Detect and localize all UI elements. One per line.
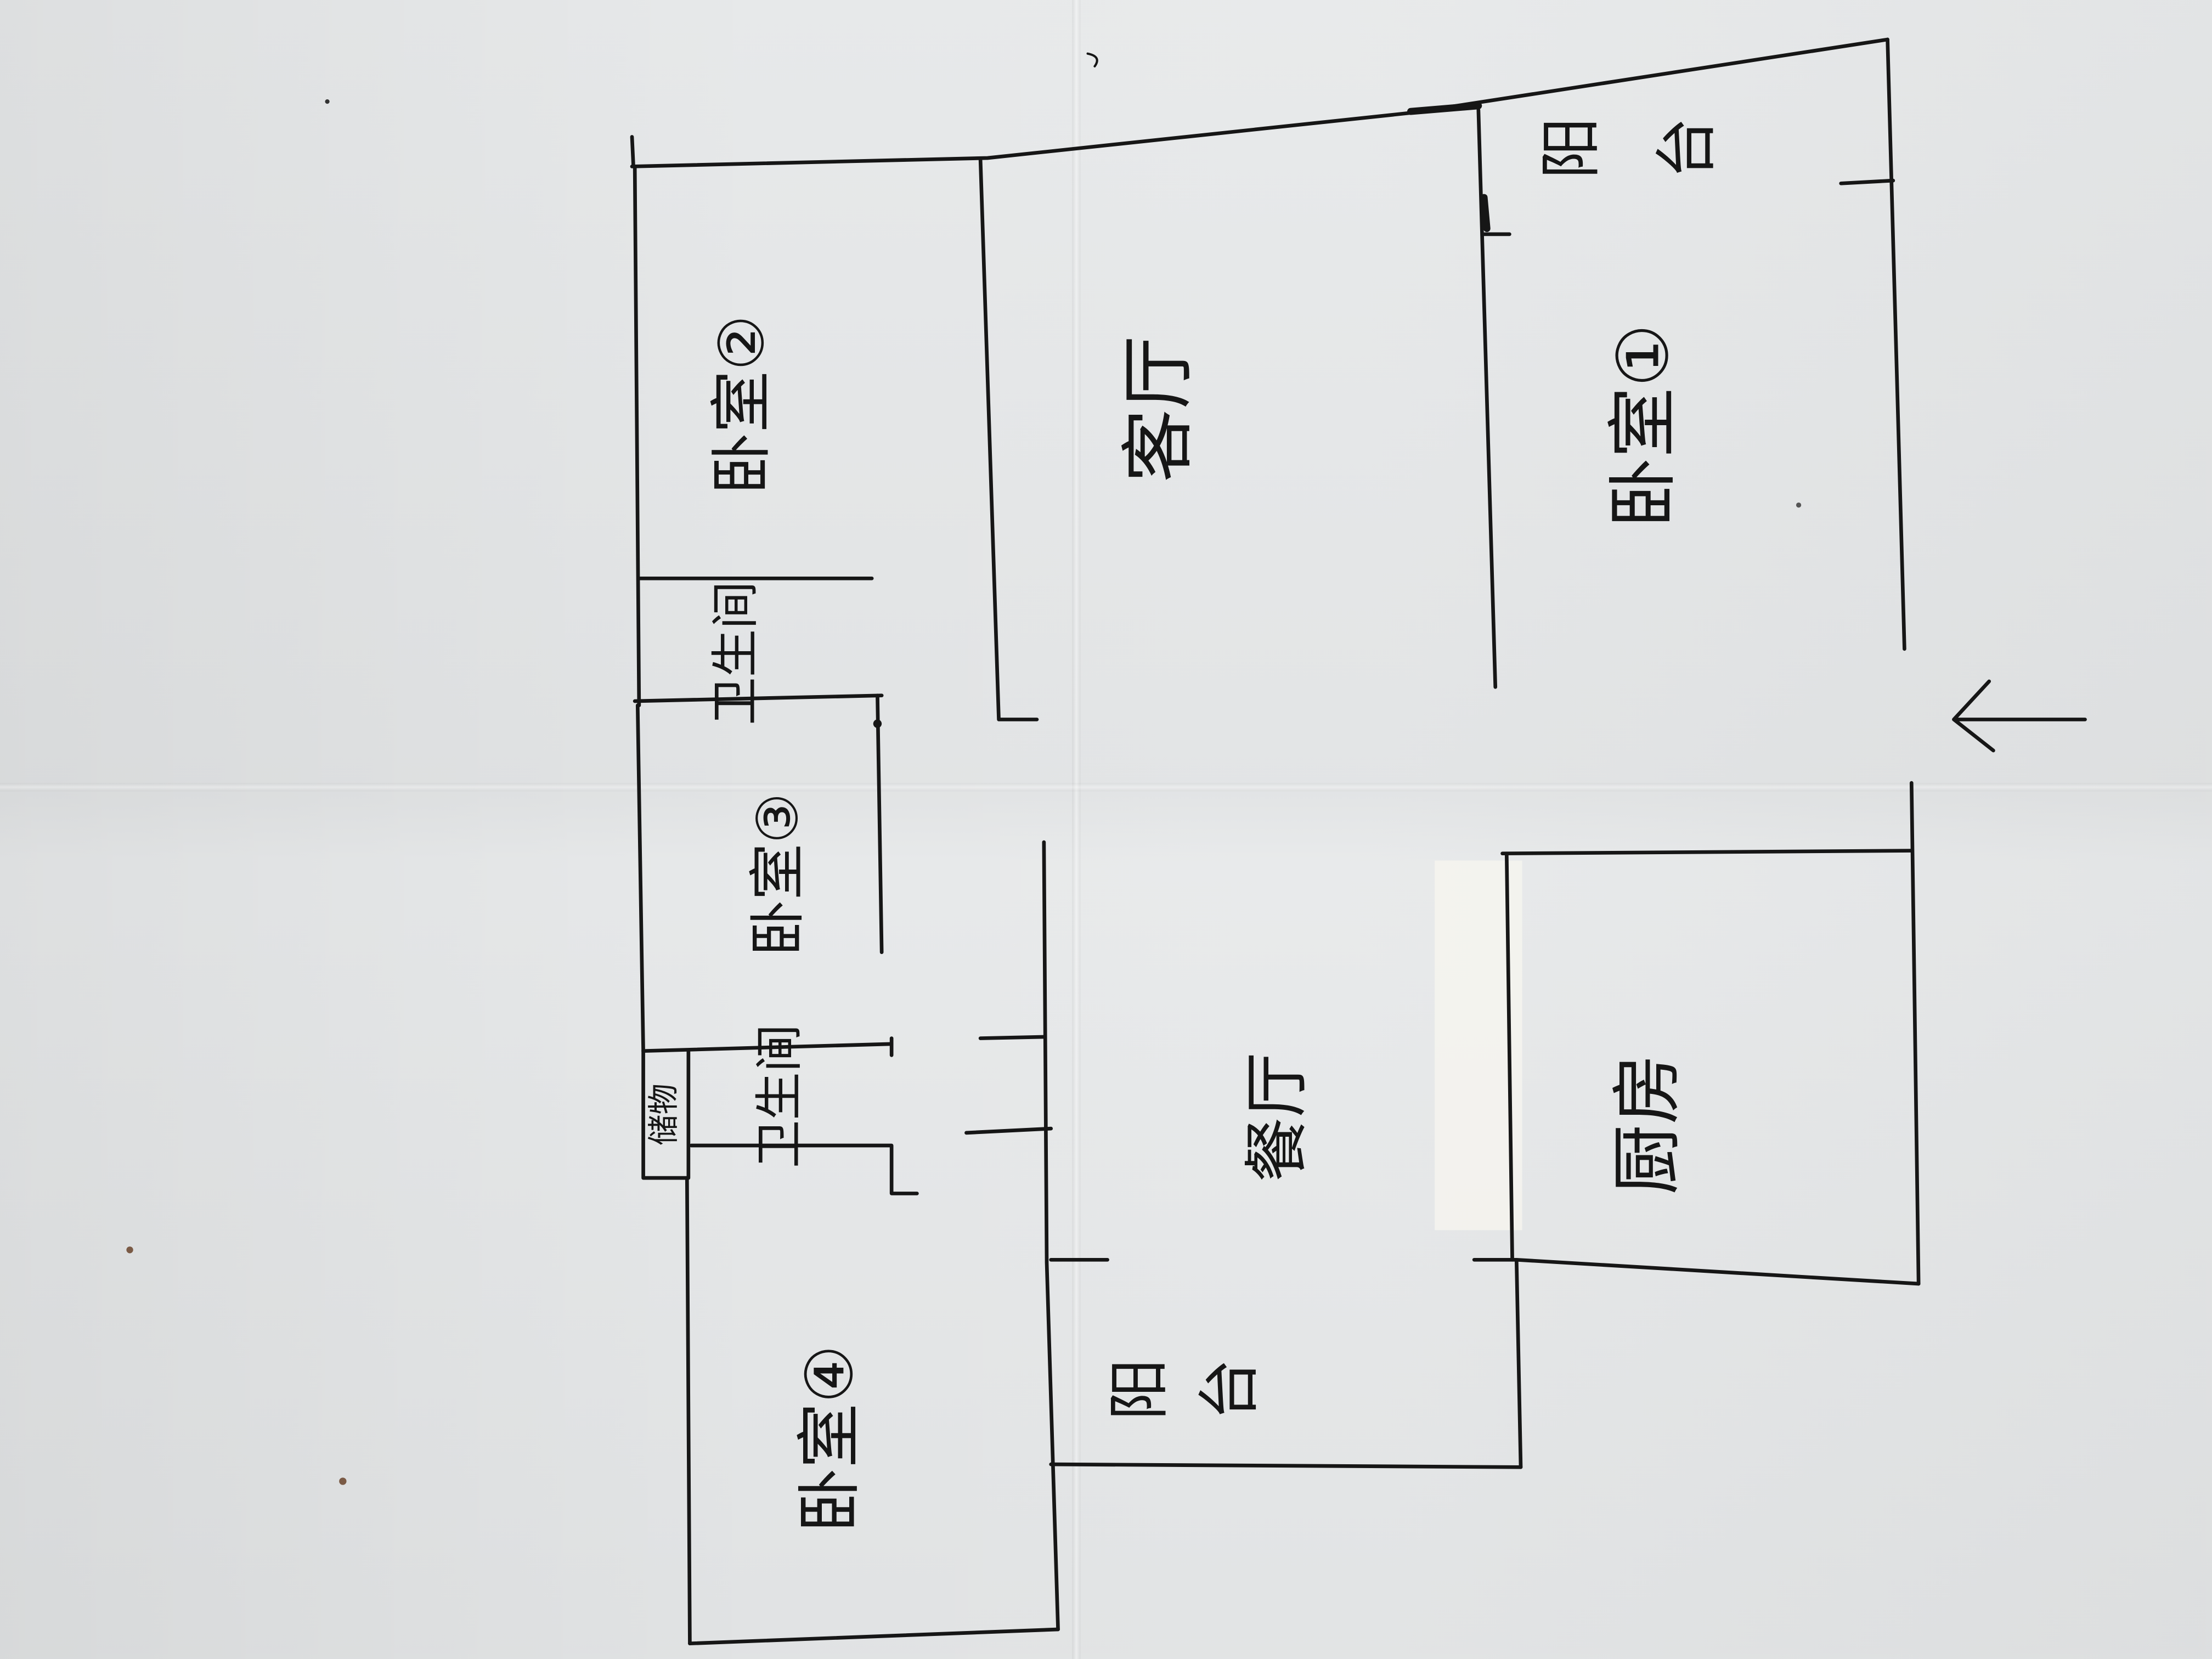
- wall-corner-tick: [630, 135, 635, 168]
- wall-top-window: [1407, 102, 1482, 115]
- paper-fold-vertical: [1072, 0, 1081, 1659]
- wall-bedroom-1-left: [1476, 108, 1498, 689]
- room-label-storage: 储物: [647, 1083, 683, 1146]
- wall-bedroom-1-right: [1886, 37, 1906, 651]
- wall-kitchen-right: [1909, 781, 1921, 1286]
- arrow-left-icon: [1952, 679, 2087, 753]
- wall-bathroom-1-bottom: [633, 693, 884, 703]
- wall-bedroom-2-left: [633, 165, 641, 708]
- wall-balcony-2-right: [1514, 1257, 1523, 1469]
- room-label-bathroom-1: 卫生间: [708, 581, 765, 725]
- wall-bedroom-4-left: [685, 1176, 692, 1646]
- wall-bedroom-3-bottom: [641, 1042, 894, 1053]
- wall-joint-dot: [873, 719, 882, 728]
- wall-bedroom-3-left: [635, 703, 645, 1053]
- room-label-bedroom-1: 卧室①: [1602, 324, 1685, 528]
- paper-speck: [325, 99, 330, 104]
- wall-kitchen-left: [1504, 851, 1514, 1262]
- wall-kitchen-top: [1500, 849, 1914, 856]
- room-label-balcony-2: 阳台: [1106, 1359, 1287, 1432]
- room-label-bedroom-4: 卧室④: [791, 1345, 868, 1533]
- room-label-bedroom-2: 卧室②: [707, 315, 779, 495]
- storage-box: [641, 1049, 691, 1180]
- paper-fold-horizontal: [0, 783, 2212, 792]
- room-label-bathroom-2: 卫生间: [752, 1024, 809, 1169]
- room-label-dining-room: 餐厅: [1238, 1052, 1315, 1182]
- wall-kitchen-bottom: [1472, 1257, 1921, 1286]
- door-mark-lower: [964, 1126, 1053, 1135]
- wall-balcony-2-bottom: [1049, 1462, 1523, 1469]
- wall-bedroom-3-right: [876, 693, 884, 955]
- wall-living-room-left: [978, 157, 1039, 721]
- room-label-bedroom-3: 卧室③: [746, 793, 811, 957]
- stray-pen-mark: [1086, 52, 1098, 67]
- paper-speck: [126, 1246, 133, 1254]
- room-label-kitchen: 厨房: [1606, 1053, 1689, 1195]
- room-label-balcony-1: 阳台: [1537, 119, 1769, 191]
- wall-balcony-1-divider: [1839, 178, 1895, 185]
- wall-hallway-right: [1042, 840, 1060, 1632]
- wall-bedroom-4-bottom: [688, 1627, 1060, 1646]
- room-label-living-room: 客厅: [1117, 335, 1202, 483]
- wall-bedroom-1-stub: [1480, 194, 1491, 233]
- paper-speck: [1796, 502, 1802, 508]
- wall-bathroom-2-bottom: [689, 1143, 919, 1195]
- wall-top: [630, 37, 1889, 168]
- paper-speck: [339, 1477, 347, 1485]
- door-mark-upper: [978, 1035, 1046, 1040]
